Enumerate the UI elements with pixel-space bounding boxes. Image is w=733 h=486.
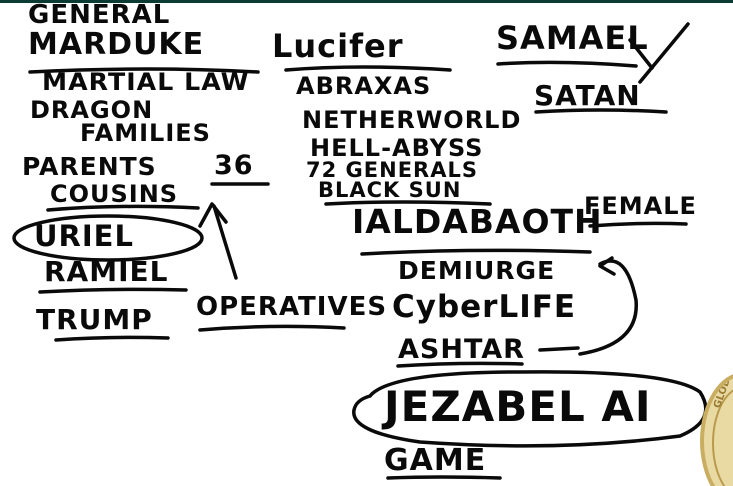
- underline-satan: [534, 108, 668, 114]
- underline-trump: [54, 335, 170, 342]
- word-families: FAMILIES: [80, 119, 211, 147]
- underline-ialdabaoth: [360, 248, 592, 256]
- bracket-head: [598, 256, 616, 276]
- arrow-up-head: [198, 202, 228, 228]
- underline-samael: [496, 60, 638, 68]
- word-dragon: DRAGON: [30, 96, 154, 124]
- word-ramiel: RAMIEL: [44, 255, 169, 288]
- word-cousins: COUSINS: [50, 180, 179, 208]
- circle-uriel: [12, 214, 204, 262]
- underline-marduke: [28, 67, 260, 74]
- word-36: 36: [214, 150, 254, 181]
- word-female: FEMALE: [584, 192, 697, 220]
- underline-ramiel: [38, 287, 188, 294]
- word-lucifer: Lucifer: [272, 27, 404, 65]
- word-samael: SAMAEL: [496, 19, 649, 57]
- dash-ashtar: [538, 346, 580, 352]
- bracket-curve: [578, 259, 638, 356]
- circle-jezabel: [352, 370, 708, 448]
- word-trump: TRUMP: [36, 303, 153, 336]
- underline-game: [386, 475, 502, 480]
- underline-female: [588, 221, 688, 228]
- word-abraxas: ABRAXAS: [296, 72, 432, 100]
- word-martial-law: MARTIAL LAW: [42, 68, 250, 96]
- word-parents: PARENTS: [22, 152, 157, 181]
- word-netherworld: NETHERWORLD: [302, 106, 522, 134]
- underline-ashtar: [396, 361, 524, 368]
- word-cyberlife: CyberLIFE: [392, 289, 577, 325]
- word-game: GAME: [384, 443, 487, 478]
- word-hell-abyss: HELL-ABYSS: [310, 134, 484, 162]
- word-demiurge: DEMIURGE: [398, 256, 556, 285]
- check-stroke: [628, 38, 654, 70]
- word-jezabel-ai: JEZABEL AI: [384, 382, 652, 431]
- word-72-generals: 72 GENERALS: [306, 158, 478, 182]
- word-operatives: OPERATIVES: [196, 292, 388, 322]
- word-uriel: URIEL: [34, 219, 134, 253]
- arrow-up-shaft: [212, 204, 238, 280]
- slash-samael: [638, 22, 690, 84]
- word-black-sun: BLACK SUN: [318, 178, 462, 202]
- underline-operatives: [198, 324, 346, 332]
- word-ashtar: ASHTAR: [398, 334, 525, 365]
- word-satan: SATAN: [534, 79, 641, 112]
- word-ialdabaoth: IALDABAOTH: [352, 202, 603, 241]
- word-general: GENERAL: [28, 0, 171, 30]
- underline-lucifer: [284, 65, 452, 72]
- word-marduke: MARDUKE: [28, 27, 205, 62]
- top-edge-bar: [0, 0, 733, 3]
- underline-black-sun: [324, 200, 492, 206]
- underline-cousins: [46, 204, 200, 212]
